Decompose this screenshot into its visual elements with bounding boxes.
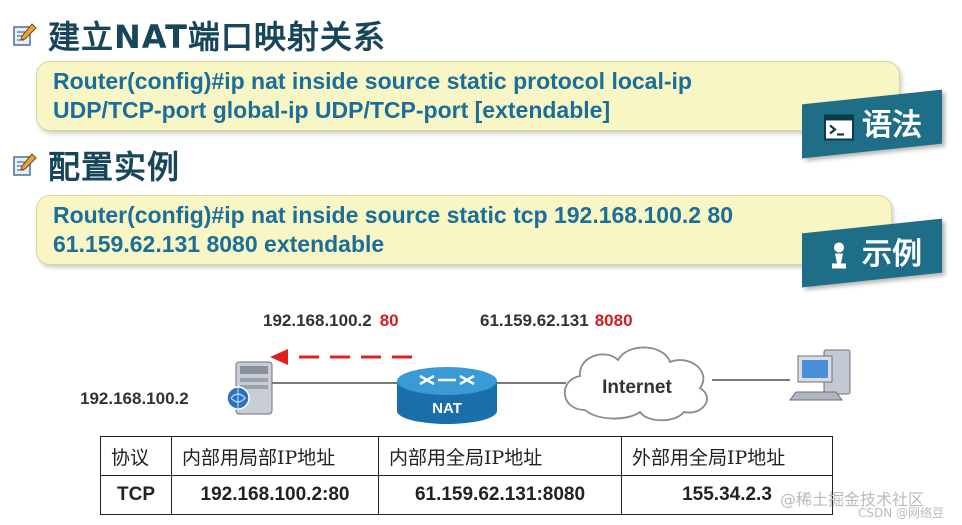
chess-pawn-icon bbox=[832, 242, 846, 269]
client-pc-icon bbox=[789, 349, 851, 401]
syntax-box: Router(config)#ip nat inside source stat… bbox=[36, 61, 900, 131]
local-address-label: 192.168.100.2 80 bbox=[263, 311, 399, 331]
header-protocol: 协议 bbox=[100, 436, 172, 476]
translation-arrow bbox=[270, 349, 412, 365]
syntax-line-1: Router(config)#ip nat inside source stat… bbox=[53, 68, 692, 94]
cell-inside-local: 192.168.100.2:80 bbox=[171, 475, 379, 515]
example-line-2: 61.159.62.131 8080 extendable bbox=[53, 231, 385, 257]
nat-label: NAT bbox=[432, 400, 462, 417]
header-inside-local: 内部用局部IP地址 bbox=[171, 436, 379, 476]
local-ip-text: 192.168.100.2 bbox=[263, 311, 372, 330]
server-ip-label: 192.168.100.2 bbox=[80, 389, 189, 408]
heading-example-text: 配置实例 bbox=[48, 148, 181, 186]
internet-cloud-icon bbox=[563, 346, 708, 422]
heading-syntax: 建立NAT端口映射关系 bbox=[12, 12, 386, 58]
global-port-text: 8080 bbox=[594, 311, 633, 330]
terminal-icon bbox=[824, 114, 854, 141]
header-inside-global: 内部用全局IP地址 bbox=[378, 436, 622, 476]
global-address-label: 61.159.62.131 8080 bbox=[480, 311, 633, 331]
nat-translation-table: 协议 内部用局部IP地址 内部用全局IP地址 外部用全局IP地址 TCP 192… bbox=[100, 436, 833, 515]
nat-router-icon bbox=[397, 367, 497, 424]
notepad-pencil-icon bbox=[13, 23, 37, 46]
server-icon bbox=[226, 361, 273, 415]
table-row: TCP 192.168.100.2:80 61.159.62.131:8080 … bbox=[100, 475, 833, 515]
cell-protocol: TCP bbox=[100, 475, 172, 515]
example-tag: 示例 bbox=[802, 218, 942, 288]
watermark-csdn: CSDN @网络豆 bbox=[858, 506, 945, 520]
internet-label: Internet bbox=[602, 377, 672, 398]
example-box: Router(config)#ip nat inside source stat… bbox=[36, 195, 892, 265]
local-port-text: 80 bbox=[379, 311, 399, 330]
notepad-pencil-icon bbox=[13, 153, 37, 176]
syntax-line-2: UDP/TCP-port global-ip UDP/TCP-port [ext… bbox=[53, 97, 611, 123]
global-ip-text: 61.159.62.131 bbox=[480, 311, 589, 330]
cell-inside-global: 61.159.62.131:8080 bbox=[378, 475, 622, 515]
table-header-row: 协议 内部用局部IP地址 内部用全局IP地址 外部用全局IP地址 bbox=[100, 436, 833, 476]
syntax-tag: 语法 bbox=[802, 89, 942, 159]
cell-outside-global: 155.34.2.3 bbox=[621, 475, 833, 515]
header-outside-global: 外部用全局IP地址 bbox=[621, 436, 833, 476]
example-line-1: Router(config)#ip nat inside source stat… bbox=[53, 202, 734, 228]
heading-syntax-text: 建立NAT端口映射关系 bbox=[48, 18, 386, 56]
heading-example: 配置实例 bbox=[12, 142, 180, 188]
watermark-juejin: @稀土掘金技术社区 bbox=[780, 490, 925, 509]
